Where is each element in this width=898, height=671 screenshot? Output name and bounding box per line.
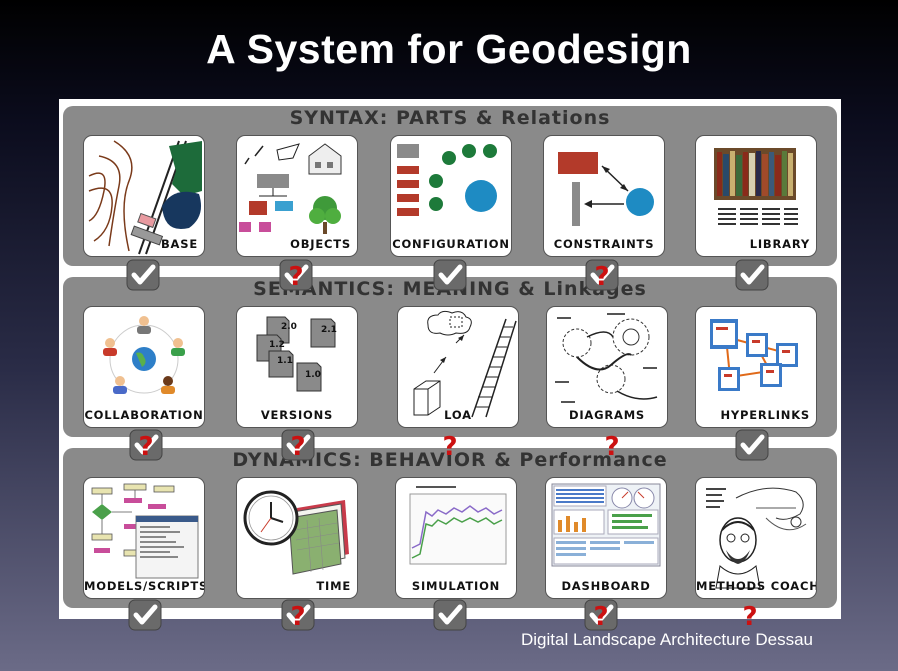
card-collaboration[interactable]: COLLABORATION [83,306,205,428]
card-label-methods-coach: METHODS COACH [696,579,817,593]
version-label-1-2: 1.2 [269,340,285,350]
card-label-diagrams: DIAGRAMS [568,408,646,422]
card-simulation[interactable]: SIMULATION [395,477,517,599]
band-title-syntax: SYNTAX: PARTS & Relations [289,107,611,129]
svg-text:?: ? [604,432,619,461]
svg-text:?: ? [288,262,303,291]
card-loa[interactable]: LOA [397,306,519,428]
slide-title: A System for Geodesign [206,26,692,72]
question-icon: ? [604,432,619,461]
card-methods-coach[interactable]: METHODS COACH [695,477,817,599]
question-icon: ? [585,259,619,291]
clock-calendar-icon [243,490,349,575]
graph-icon [409,486,507,565]
card-base[interactable]: BASE [83,135,205,257]
svg-text:?: ? [594,262,609,291]
svg-text:?: ? [138,432,153,461]
bookshelf-icon [714,148,798,225]
svg-text:?: ? [290,602,305,631]
coach-icon [706,487,807,589]
svg-text:?: ? [290,432,305,461]
card-label-base: BASE [160,237,198,251]
check-icon [433,259,467,291]
question-icon: ? [279,259,313,291]
card-dashboard[interactable]: DASHBOARD [545,477,667,599]
map-icon [88,140,202,255]
card-label-models-scripts: MODELS/SCRIPTS [84,579,205,593]
hyperlinks-icon [710,319,798,391]
question-icon: ? [584,599,618,631]
version-label-1-0: 1.0 [305,370,321,380]
card-label-collaboration: COLLABORATION [84,408,204,422]
card-label-hyperlinks: HYPERLINKS [720,408,810,422]
sketch-icon [555,313,658,403]
card-label-objects: OBJECTS [290,237,351,251]
card-label-simulation: SIMULATION [411,579,501,593]
check-icon [735,429,769,461]
card-label-versions: VERSIONS [260,408,334,422]
people-globe-icon [103,316,185,394]
question-icon: ? [281,599,315,631]
check-icon [128,599,162,631]
svg-text:?: ? [593,602,608,631]
card-hyperlinks[interactable]: HYPERLINKS [695,306,817,428]
card-diagrams[interactable]: DIAGRAMS [546,306,668,428]
card-label-dashboard: DASHBOARD [561,579,651,593]
svg-text:?: ? [442,432,457,461]
geodesign-board: SYNTAX: PARTS & Relations BASE [59,99,841,631]
check-icon [735,259,769,291]
version-label-2-1: 2.1 [321,325,337,335]
question-icon: ? [742,602,757,631]
svg-text:?: ? [742,602,757,631]
question-icon: ? [442,432,457,461]
card-time[interactable]: TIME [236,477,358,599]
card-label-constraints: CONSTRAINTS [553,237,655,251]
card-constraints[interactable]: CONSTRAINTS [543,135,665,257]
card-models-scripts[interactable]: MODELS/SCRIPTS [83,477,205,599]
card-configuration[interactable]: CONFIGURATION [390,135,512,257]
question-icon: ? [129,429,163,461]
card-versions[interactable]: 2.0 2.1 1.2 1.1 1.0 VERSIONS [236,306,358,428]
flowchart-icon [91,483,199,579]
card-objects[interactable]: OBJECTS [236,135,358,257]
version-label-2-0: 2.0 [281,322,297,332]
card-label-time: TIME [316,579,351,593]
band-title-dynamics: DYNAMICS: BEHAVIOR & Performance [232,449,668,471]
check-icon [433,599,467,631]
footer-caption: Digital Landscape Architecture Dessau [521,630,813,649]
version-label-1-1: 1.1 [277,356,293,366]
card-library[interactable]: LIBRARY [695,135,817,257]
question-icon: ? [281,429,315,461]
objects-icon [239,143,342,234]
dashboard-icon [551,483,661,567]
versions-icon: 2.0 2.1 1.2 1.1 1.0 [256,316,337,392]
card-label-library: LIBRARY [749,237,810,251]
ladder-icon [413,310,517,418]
constraints-icon [558,152,654,226]
card-label-loa: LOA [444,408,472,422]
check-icon [126,259,160,291]
configuration-icon [397,144,497,216]
card-label-configuration: CONFIGURATION [392,237,510,251]
